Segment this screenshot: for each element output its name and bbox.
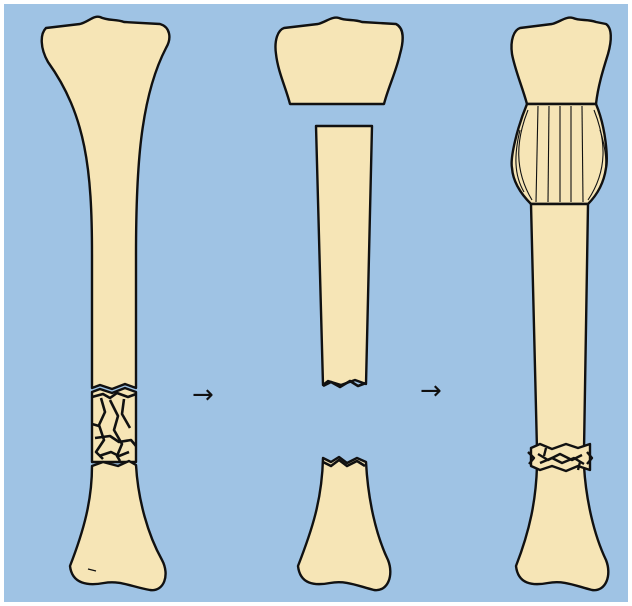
bone-3-shaft: [531, 204, 588, 450]
bone-3-docking-site: [528, 444, 592, 471]
bone-2-middle-segment: [316, 126, 372, 385]
bone-3-proximal-head: [511, 18, 610, 104]
arrow-1-right: →: [192, 382, 214, 408]
bone-2-proximal-head: [275, 18, 402, 104]
arrow-2-right: →: [420, 378, 442, 404]
